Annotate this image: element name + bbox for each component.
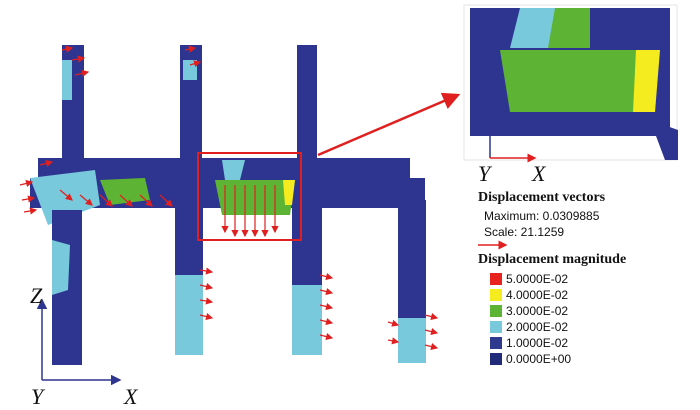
inset-right-leg <box>650 120 678 160</box>
inset-lower-band <box>470 112 670 136</box>
axis-label-z: Z <box>30 283 43 308</box>
legend-swatch <box>490 273 502 285</box>
deck-left-green <box>100 178 150 205</box>
axis-label-x: X <box>124 384 138 409</box>
legend-swatch-label: 1.0000E-02 <box>506 336 569 350</box>
inset-axis-triad <box>484 116 537 163</box>
inset-top-light <box>510 8 560 48</box>
column-c4-lower-light <box>398 318 426 363</box>
legend-swatch <box>490 305 502 317</box>
legend-swatch-label: 5.0000E-02 <box>506 272 569 286</box>
magnitude-legend-title: Displacement magnitude <box>478 252 627 267</box>
zoom-connector-arrow <box>317 92 461 157</box>
inset-view <box>463 4 678 161</box>
displacement-vector-arrows <box>19 45 439 351</box>
column-left-lower-light <box>52 240 70 295</box>
column-right-top <box>297 45 317 160</box>
legend-swatch-label: 4.0000E-02 <box>506 288 569 302</box>
legend-swatch <box>490 337 502 349</box>
column-c2-lower-light <box>175 275 203 355</box>
legend-swatch <box>490 321 502 333</box>
deck-mid-light <box>222 160 245 180</box>
vectors-legend-maximum: Maximum: 0.0309885 <box>484 209 600 223</box>
deck-mid-yellow <box>283 180 295 205</box>
vectors-legend-scale: Scale: 21.1259 <box>484 225 565 239</box>
deck-left-light <box>30 170 100 225</box>
legend-swatch <box>490 289 502 301</box>
legend-swatch <box>490 353 502 365</box>
axis-label-y: Y <box>31 384 44 409</box>
column-left-top-light <box>62 60 72 100</box>
inset-top-green <box>548 8 590 48</box>
legend-swatch-label: 0.0000E+00 <box>506 352 572 366</box>
inset-green-block <box>500 50 640 112</box>
legend-swatch-label: 2.0000E-02 <box>506 320 569 334</box>
main-axis-triad <box>36 298 122 386</box>
main-model <box>19 45 461 365</box>
zoom-region-box <box>197 152 302 241</box>
legend-swatch-label: 3.0000E-02 <box>506 304 569 318</box>
inset-axis-label-y: Y <box>478 161 491 186</box>
column-c3-lower-light <box>292 285 322 355</box>
inset-axis-label-x: X <box>532 161 546 186</box>
vectors-legend-title: Displacement vectors <box>478 190 606 205</box>
inset-yellow-block <box>633 50 660 112</box>
